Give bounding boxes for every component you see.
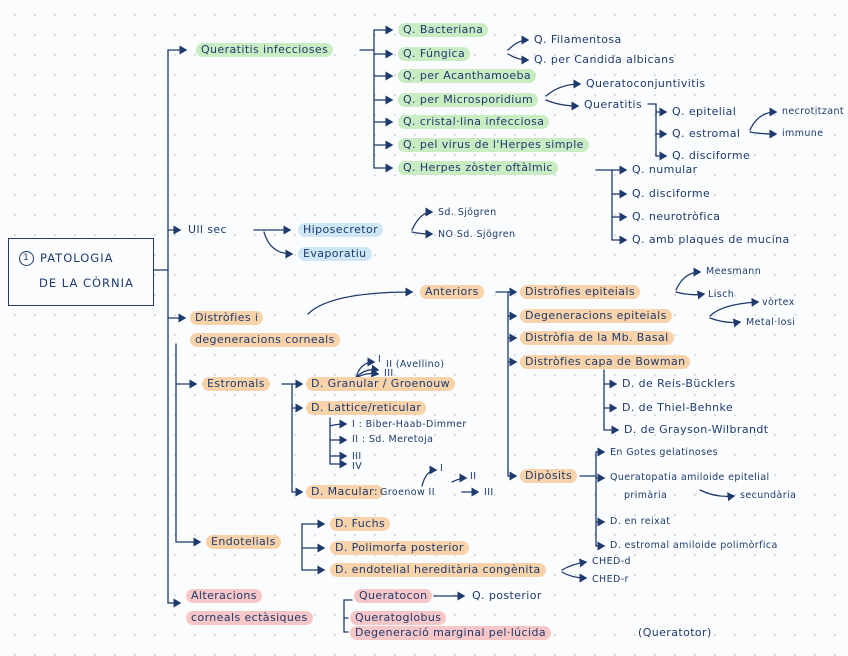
node-hiposecretor: Hiposecretor (298, 223, 384, 237)
node-evaporatiu: Evaporatiu (298, 247, 372, 261)
node-lattice-3: III (352, 451, 362, 462)
node-polimorfa: D. Polimorfa posterior (330, 541, 469, 555)
node-estromal: Q. estromal (672, 127, 741, 140)
node-filamentosa: Q. Filamentosa (534, 33, 622, 46)
node-reis-bucklers: D. de Reis-Bücklers (622, 377, 736, 390)
node-acanthamoeba: Q. per Acanthamoeba (398, 69, 537, 83)
node-granular-2: II (Avellino) (386, 359, 445, 370)
node-queratoconjuntivitis: Queratoconjuntivitis (586, 77, 706, 90)
node-q-posterior: Q. posterior (472, 589, 542, 602)
node-sjogren: Sd. Sjögren (438, 207, 497, 218)
node-vortex: vòrtex (762, 297, 795, 308)
node-estromals: Estromals (202, 377, 270, 391)
node-queratitis: Queratitis (584, 98, 643, 111)
node-lattice: D. Lattice/reticular (306, 401, 427, 415)
distrofies-title-line1: Distròfies i (190, 311, 264, 325)
node-immune: immune (782, 128, 824, 139)
node-reixat: D. en reixat (610, 516, 671, 527)
node-amiloide: D. estromal amiloide polimòrfica (610, 540, 778, 551)
node-degeneracions-epiteials: Degeneracions epiteials (520, 309, 672, 323)
number-circle-icon: 1 (19, 251, 34, 266)
node-macular-2: II (470, 471, 477, 482)
root-node: 1 PATOLOGIA DE LA CÒRNIA (8, 238, 154, 306)
node-numular: Q. numular (632, 163, 698, 176)
node-herpes-simple: Q. pel virus de l'Herpes simple (398, 138, 589, 152)
node-ched-r: CHED-r (592, 574, 629, 585)
node-meesmann: Meesmann (706, 266, 762, 277)
node-diposits: Dipòsits (520, 469, 578, 483)
node-endotelials: Endotelials (206, 535, 281, 549)
node-plaques: Q. amb plaques de mucina (632, 233, 790, 246)
node-groenouw2: Groenow II (380, 487, 435, 498)
node-lisch: Lisch (708, 289, 735, 300)
root-title-line2: DE LA CÒRNIA (39, 276, 134, 290)
node-bacteriana: Q. Bacteriana (398, 23, 489, 37)
ull-sec-title: Ull sec (188, 223, 228, 236)
node-grayson: D. de Grayson-Wilbrandt (624, 423, 769, 436)
node-disciforme2: Q. disciforme (632, 187, 711, 200)
node-epitelial: Q. epitelial (672, 105, 737, 118)
node-queratotor: (Queratotor) (638, 626, 712, 639)
node-queratopatia: Queratopatia amiloide epitelial (610, 472, 770, 483)
alteracions-title-line2: corneals ectàsiques (186, 611, 313, 625)
node-macular-1: I (440, 463, 444, 474)
node-gotes: En Gotes gelatinoses (610, 447, 719, 458)
root-title-text: PATOLOGIA (40, 251, 114, 265)
node-lattice-4: IV (352, 461, 363, 472)
node-microsporidium: Q. per Microsporidium (398, 93, 539, 107)
node-macular-3: III (484, 487, 494, 498)
node-distrofies-epiteials: Distròfies epiteials (520, 285, 640, 299)
node-degeneracio-marginal: Degeneració marginal pel·lúcida (350, 626, 551, 640)
node-granular-1: I (378, 354, 382, 365)
node-neurotrofica: Q. neurotròfica (632, 210, 721, 223)
node-fungica: Q. Fúngica (398, 47, 471, 61)
alteracions-title-line1: Alteracions (186, 589, 262, 603)
node-queratocon: Queratocon (354, 589, 433, 603)
node-granular-3: III (384, 368, 394, 379)
node-hereditaria: D. endotelial hereditària congènita (330, 563, 546, 577)
distrofies-title-line2: degeneracions corneals (190, 333, 340, 347)
node-herpes-zoster: Q. Herpes zòster oftàlmic (398, 161, 558, 175)
node-thiel-behnke: D. de Thiel-Behnke (622, 401, 734, 414)
node-secundaria: secundària (740, 490, 797, 501)
node-granular: D. Granular / Groenouw (306, 377, 455, 391)
node-fuchs: D. Fuchs (330, 517, 391, 531)
node-anteriors: Anteriors (420, 285, 484, 299)
node-disciforme: Q. disciforme (672, 149, 751, 162)
node-bowman: Distròfies capa de Bowman (520, 355, 691, 369)
node-mb-basal: Distròfia de la Mb. Basal (520, 331, 674, 345)
node-lattice-1: I : Biber-Haab-Dimmer (352, 419, 467, 430)
queratitis-title: Queratitis infeccioses (196, 43, 334, 57)
node-necrotitzant: necrotitzant (782, 106, 845, 117)
node-macular: D. Macular: (306, 485, 383, 499)
node-lattice-2: II : Sd. Meretoja (352, 434, 434, 445)
node-candida: Q. per Candida albicans (534, 53, 675, 66)
node-queratoglobus: Queratoglobus (350, 611, 447, 625)
node-no-sjogren: NO Sd. Sjögren (438, 229, 516, 240)
root-title-line1: 1 PATOLOGIA (19, 251, 113, 266)
node-metalosi: Metal·losi (746, 317, 796, 328)
node-ched-d: CHED-d (592, 556, 631, 567)
node-primaria: primària (624, 490, 668, 501)
node-cristal: Q. cristal·lina infecciosa (398, 115, 550, 129)
